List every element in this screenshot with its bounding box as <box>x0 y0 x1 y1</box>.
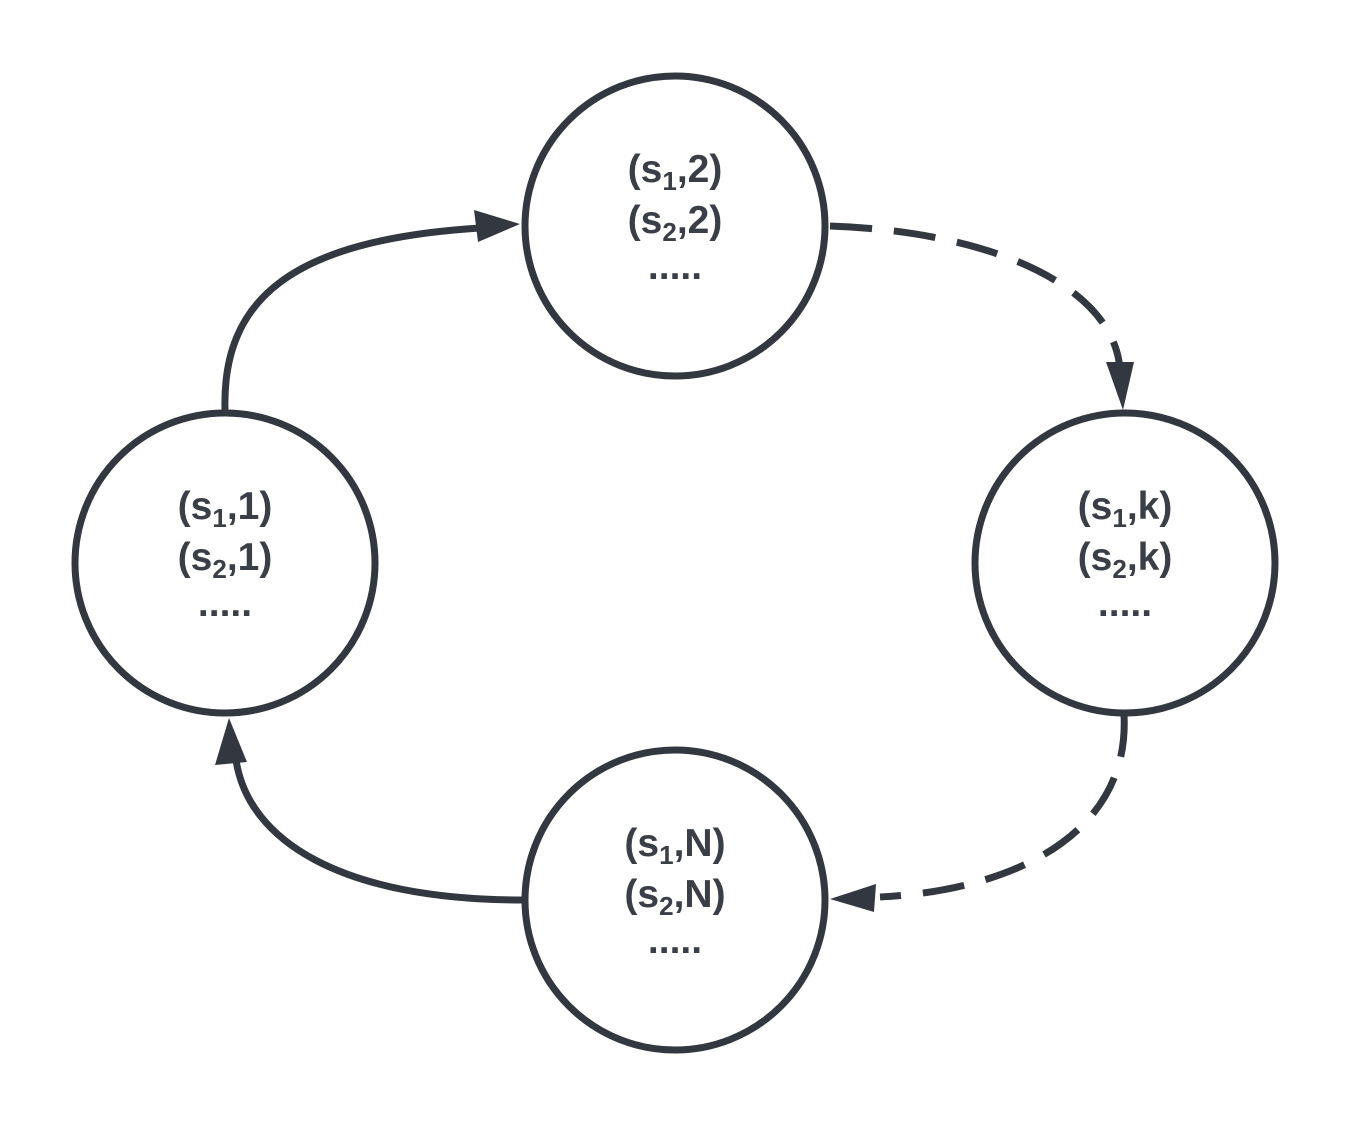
node-state-n: (s1,N) (s2,N) ..... <box>521 746 829 1054</box>
node-ellipsis: ..... <box>1098 582 1152 625</box>
node-state-k: (s1,k) (s2,k) ..... <box>971 409 1279 717</box>
edges <box>215 210 1134 912</box>
node-line: (s1,1) <box>178 485 273 533</box>
node-line: (s1,N) <box>624 822 725 870</box>
node-circle <box>971 409 1279 717</box>
edge-k-to-n-arrowhead <box>830 884 876 912</box>
node-state-1: (s1,1) (s2,1) ..... <box>71 409 379 717</box>
node-line: (s1,2) <box>628 148 723 196</box>
edge-2-to-k <box>829 222 1124 371</box>
node-circle <box>521 746 829 1054</box>
edge-n-to-1-arrowhead <box>215 718 247 765</box>
node-line: (s2,2) <box>628 199 723 247</box>
node-circle <box>71 409 379 717</box>
edge-2-to-k-arrowhead <box>1106 362 1134 410</box>
node-ellipsis: ..... <box>648 919 702 962</box>
node-ellipsis: ..... <box>198 582 252 625</box>
node-line: (s1,k) <box>1078 485 1173 533</box>
node-line: (s2,N) <box>624 873 725 921</box>
node-line: (s2,k) <box>1078 536 1173 584</box>
node-state-2: (s1,2) (s2,2) ..... <box>521 72 829 380</box>
edge-1-to-2-arrowhead <box>474 210 520 242</box>
edge-n-to-1 <box>232 759 523 904</box>
node-line: (s2,1) <box>178 536 273 584</box>
node-circle <box>521 72 829 380</box>
edge-k-to-n <box>879 714 1128 901</box>
node-ellipsis: ..... <box>648 245 702 288</box>
edge-1-to-2 <box>221 224 481 411</box>
